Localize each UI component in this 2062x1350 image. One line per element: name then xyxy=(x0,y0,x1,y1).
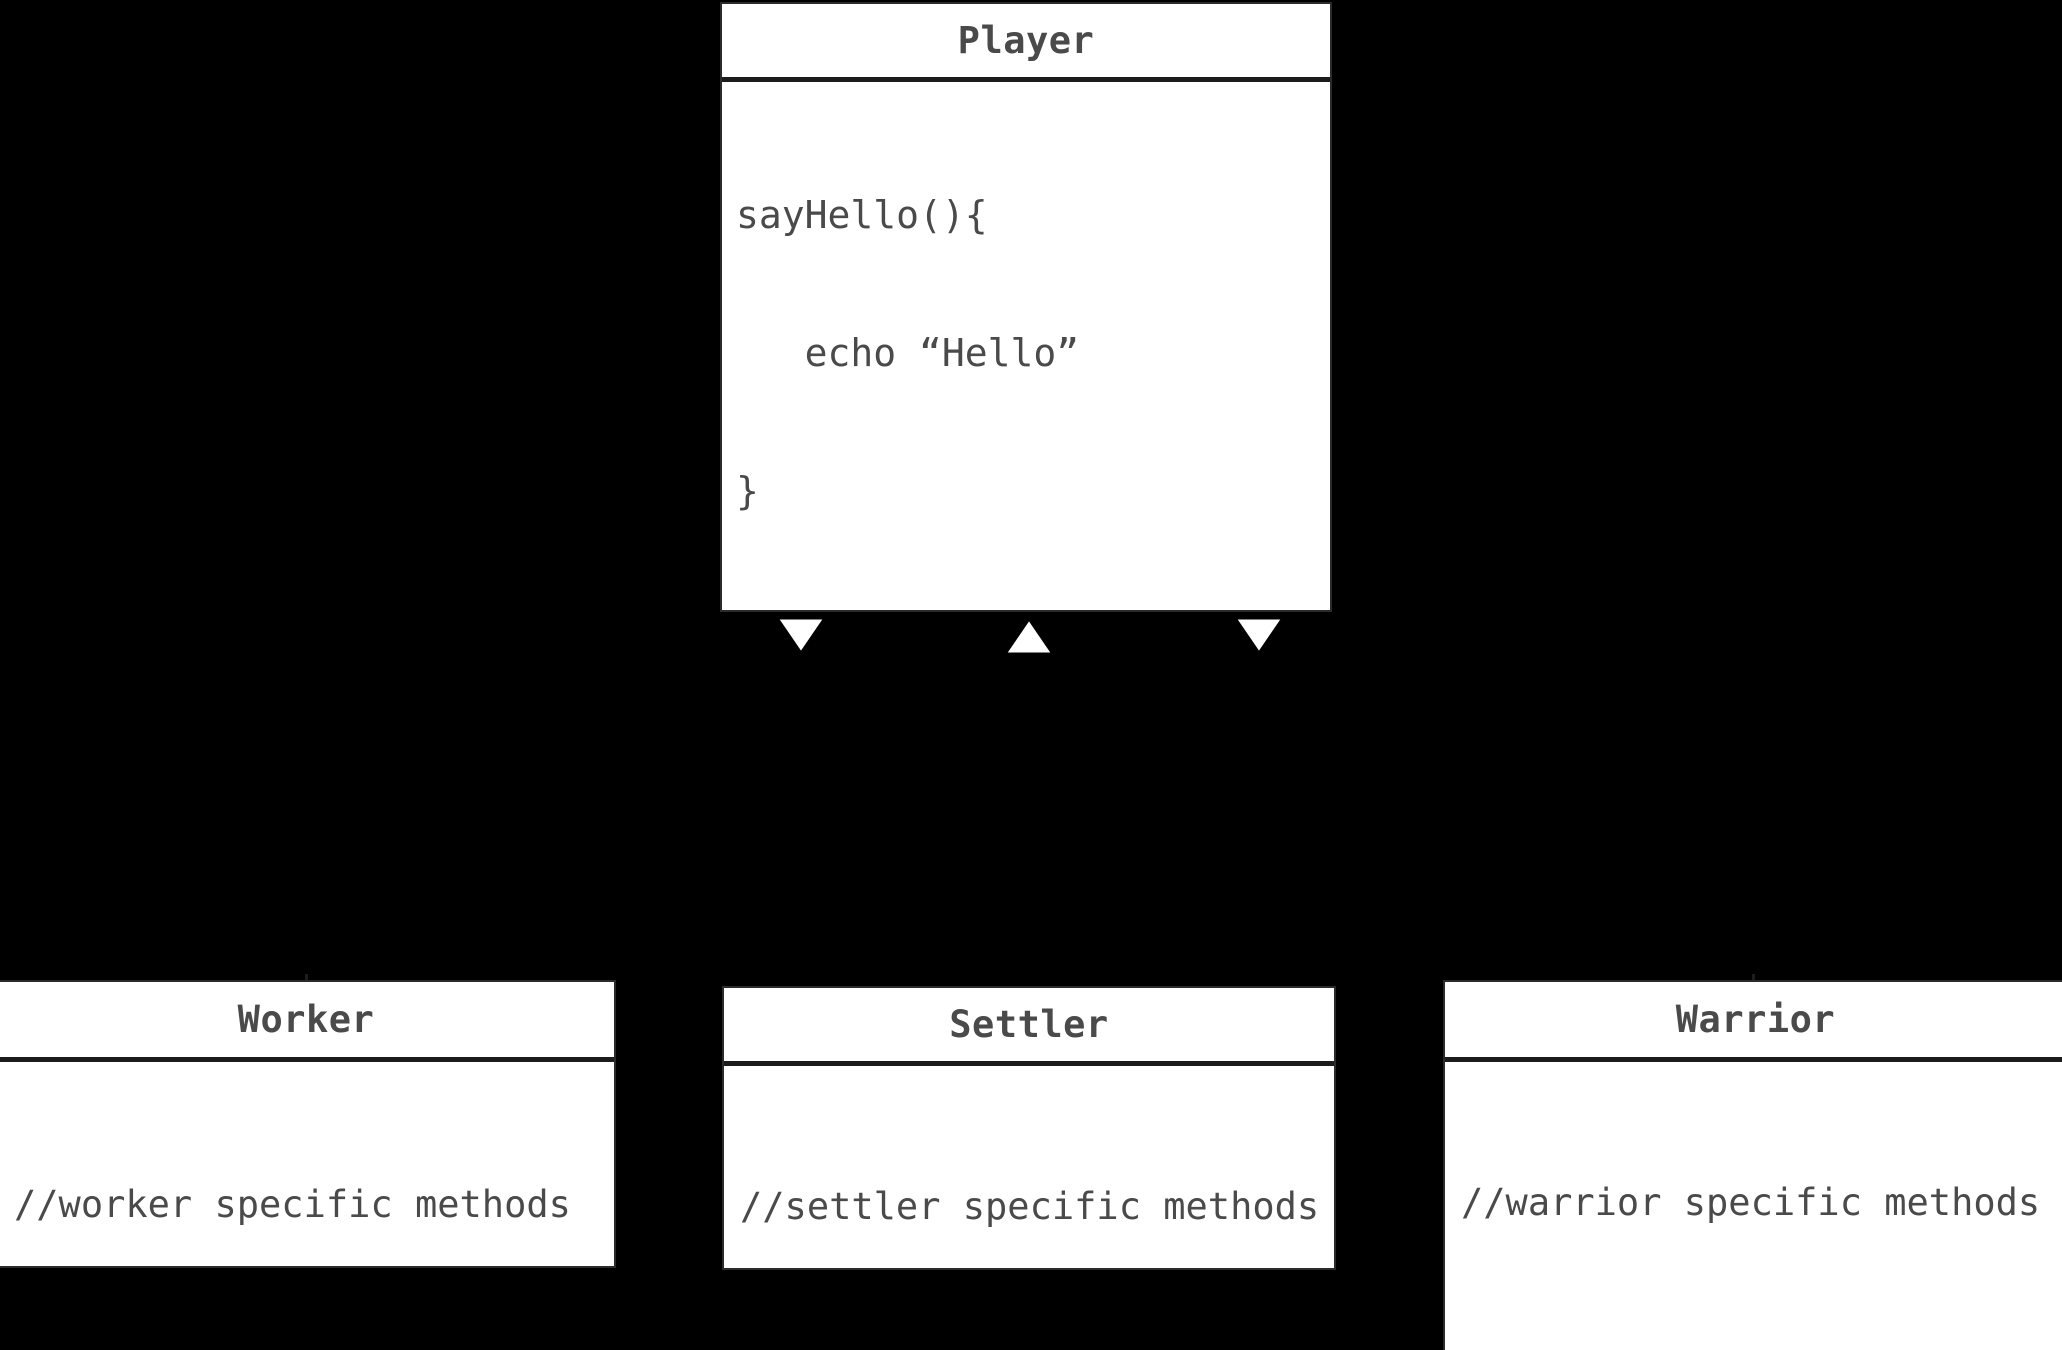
code-line: sayHello(){ xyxy=(736,193,988,237)
class-title-warrior: Warrior xyxy=(1445,982,2062,1062)
code-line: //worker specific methods xyxy=(14,1183,571,1226)
generalization-arrowhead-worker xyxy=(772,614,830,658)
connector-stub-worker xyxy=(305,974,308,984)
connector-stub-warrior xyxy=(1752,974,1755,984)
generalization-arrowhead-warrior xyxy=(1230,614,1288,658)
code-line xyxy=(736,606,1330,610)
class-box-warrior[interactable]: Warrior //warrior specific methods attac… xyxy=(1443,980,2062,1350)
generalization-arrowhead-settler xyxy=(1000,614,1058,658)
code-line xyxy=(1461,1318,2062,1350)
class-box-worker[interactable]: Worker //worker specific methods xyxy=(0,980,616,1268)
class-title-worker: Worker xyxy=(0,982,614,1062)
class-box-player[interactable]: Player sayHello(){ echo “Hello” } move()… xyxy=(720,2,1332,612)
class-methods-warrior: //warrior specific methods attack(){ // … xyxy=(1445,1062,2062,1350)
code-line: } xyxy=(736,469,759,513)
code-line: //settler specific methods xyxy=(740,1185,1320,1228)
class-box-settler[interactable]: Settler //settler specific methods xyxy=(722,986,1336,1270)
code-line: //warrior specific methods xyxy=(1461,1181,2041,1224)
class-methods-settler: //settler specific methods xyxy=(724,1066,1334,1268)
code-line: echo “Hello” xyxy=(736,331,1080,375)
class-methods-worker: //worker specific methods xyxy=(0,1062,614,1266)
class-methods-player: sayHello(){ echo “Hello” } move(){ // wa… xyxy=(722,82,1330,610)
class-title-player: Player xyxy=(722,4,1330,82)
class-title-settler: Settler xyxy=(724,988,1334,1066)
